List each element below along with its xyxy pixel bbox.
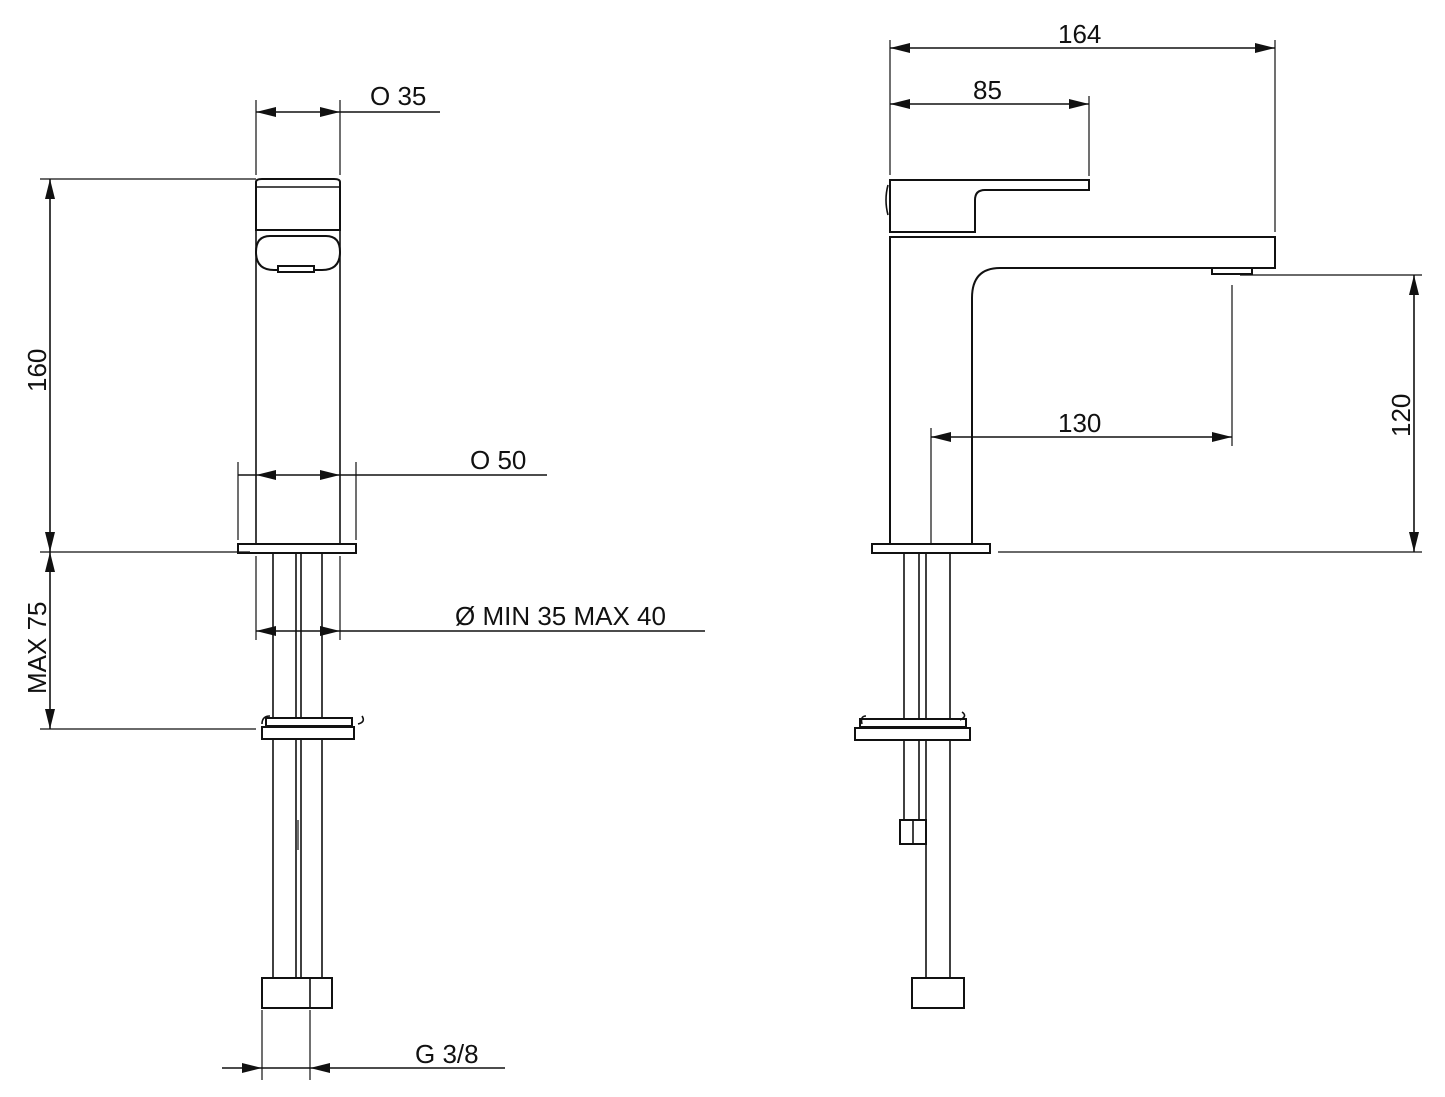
dim-height-total: 160 — [22, 349, 52, 392]
dim-hole-diameter: Ø MIN 35 MAX 40 — [455, 601, 666, 631]
dim-total-length: 164 — [1058, 19, 1101, 49]
dim-spout-height: 120 — [1386, 394, 1416, 437]
connector-nut — [261, 977, 333, 1009]
cartridge-oval — [254, 235, 342, 271]
dim-top-diameter: O 35 — [370, 81, 426, 111]
front-view: O 35 160 O 50 MAX 75 Ø MIN 35 MAX 40 — [22, 81, 705, 1080]
clamp-washer — [261, 726, 355, 740]
spout-body — [889, 236, 1276, 546]
dim-spout-reach: 130 — [1058, 408, 1101, 438]
side-connector-nut — [911, 977, 965, 1009]
aerator — [1211, 267, 1253, 275]
side-clamp-washer — [854, 727, 971, 741]
dim-connection: G 3/8 — [415, 1039, 479, 1069]
dim-base-diameter: O 50 — [470, 445, 526, 475]
lever — [889, 179, 1090, 233]
dim-lever-length: 85 — [973, 75, 1002, 105]
side-view: 164 85 130 120 — [854, 19, 1422, 1009]
dim-max-thickness: MAX 75 — [22, 602, 52, 695]
side-base-plate — [871, 543, 991, 554]
lever-cap — [255, 178, 341, 231]
base-plate — [237, 543, 357, 554]
